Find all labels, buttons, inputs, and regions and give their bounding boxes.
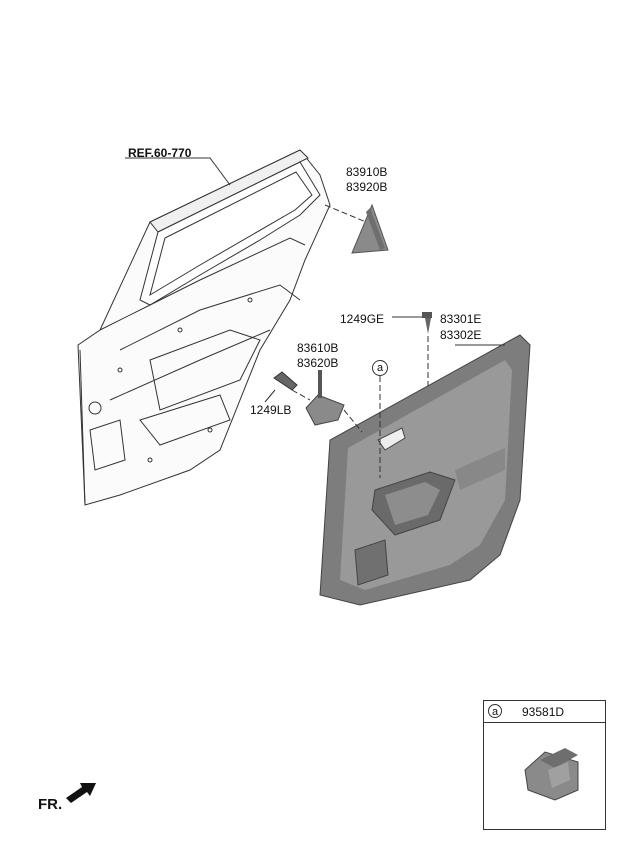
handle-bracket-part	[305, 370, 345, 426]
bracket-dashline	[343, 409, 363, 433]
front-direction-label: FR.	[38, 796, 63, 813]
legend-box: a 93581D	[483, 700, 606, 830]
part-label-83620b: 83620B	[297, 356, 339, 370]
part-label-83301e: 83301E	[440, 312, 482, 326]
trim-cover-part	[351, 203, 389, 254]
legend-part-number: 93581D	[522, 705, 565, 719]
front-arrow-icon	[66, 783, 96, 803]
part-label-83910b: 83910B	[346, 165, 388, 179]
legend-marker: a	[488, 704, 502, 718]
part-label-1249lb: 1249LB	[250, 403, 292, 417]
trim-cover-dashline	[324, 204, 367, 223]
part-label-1249ge: 1249GE	[340, 312, 385, 326]
legend-header: a 93581D	[484, 701, 605, 723]
ref-leader	[125, 157, 231, 186]
callout-marker-a: a	[372, 360, 388, 376]
power-window-switch-icon	[524, 748, 579, 801]
part-label-83302e: 83302E	[440, 328, 482, 342]
part-label-83610b: 83610B	[297, 341, 339, 355]
door-trim-panel	[319, 334, 531, 606]
screw-1249lb	[264, 371, 311, 403]
part-label-83920b: 83920B	[346, 180, 388, 194]
door-frame-outline	[77, 149, 331, 506]
ref-label: REF.60-770	[128, 146, 192, 160]
